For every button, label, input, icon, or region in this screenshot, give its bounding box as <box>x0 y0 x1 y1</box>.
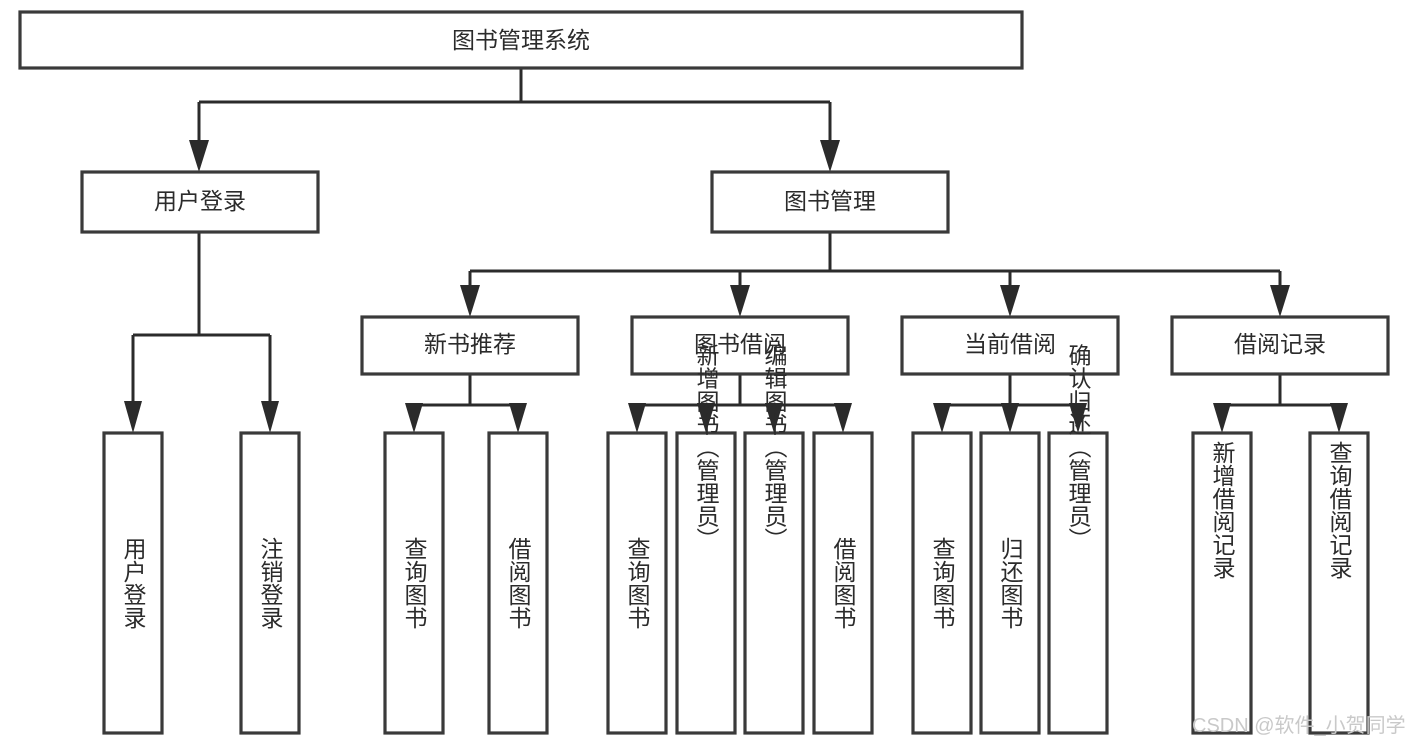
node-borrow-record-label: 借阅记录 <box>1234 331 1326 357</box>
leaf-bb-edit-book-box[interactable] <box>743 431 805 735</box>
leaf-bb-query-book-label: 查询图书 <box>624 537 651 629</box>
leaf-node[interactable]: 注销登录 <box>239 431 301 735</box>
arrow-head-bb-leaf-3 <box>765 403 783 433</box>
arrow-head-new-book-recommend <box>460 285 480 317</box>
leaf-cb-confirm-return-label: 确认归还（管理员） <box>1065 344 1092 551</box>
node-user-login[interactable]: 用户登录 <box>80 170 320 234</box>
leaf-node[interactable]: 用户登录 <box>102 431 164 735</box>
leaf-bb-borrow-book-label: 借阅图书 <box>830 537 857 629</box>
leaf-cb-query-book-label: 查询图书 <box>929 537 956 629</box>
leaf-bb-add-book-box[interactable] <box>675 431 737 735</box>
leaf-bb-edit-book-label: 编辑图书（管理员） <box>761 344 788 551</box>
connector-group-new-book-recommend <box>405 374 527 433</box>
leaf-node[interactable]: 借阅图书 <box>487 431 549 735</box>
arrow-head-bb-leaf-4 <box>834 403 852 433</box>
arrow-head-borrow-record <box>1270 285 1290 317</box>
node-new-book-recommend-box[interactable] <box>360 315 580 376</box>
leaf-cb-return-book-box[interactable] <box>979 431 1041 735</box>
arrow-head-nbr-leaf-1 <box>405 403 423 433</box>
leaf-node[interactable]: 查询图书 <box>911 431 973 735</box>
leaf-br-add-record-label: 新增借阅记录 <box>1209 441 1236 579</box>
leaf-node[interactable]: 新增图书（管理员） <box>675 344 737 735</box>
node-root[interactable]: 图书管理系统 <box>18 10 1024 70</box>
connector-group-book-borrow <box>628 374 852 433</box>
node-user-login-label: 用户登录 <box>154 188 246 214</box>
leaf-node[interactable]: 归还图书 <box>979 431 1041 735</box>
arrow-head-leaf-logout <box>261 401 279 433</box>
leaf-bb-add-book-label: 新增图书（管理员） <box>693 344 720 551</box>
leaf-nbr-borrow-book-label: 借阅图书 <box>505 537 532 629</box>
arrow-head-br-leaf-1 <box>1213 403 1231 433</box>
arrow-head-cb-leaf-1 <box>933 403 951 433</box>
node-book-manage-label: 图书管理 <box>784 188 876 214</box>
arrow-head-book-manage <box>820 140 840 172</box>
connector-group-current-borrow <box>933 374 1087 433</box>
node-book-manage[interactable]: 图书管理 <box>710 170 950 234</box>
arrow-head-nbr-leaf-2 <box>509 403 527 433</box>
arrow-head-br-leaf-2 <box>1330 403 1348 433</box>
leaf-cb-query-book-box[interactable] <box>911 431 973 735</box>
connector-group-borrow-record <box>1213 374 1348 433</box>
arrow-head-bb-leaf-1 <box>628 403 646 433</box>
node-root-label: 图书管理系统 <box>452 27 590 53</box>
arrow-head-cb-leaf-3 <box>1069 403 1087 433</box>
leaf-cb-return-book-label: 归还图书 <box>997 537 1024 629</box>
node-new-book-recommend-label: 新书推荐 <box>424 331 516 357</box>
leaf-node[interactable]: 查询图书 <box>383 431 445 735</box>
node-book-borrow-label: 图书借阅 <box>694 331 786 357</box>
leaf-bb-query-book-box[interactable] <box>606 431 668 735</box>
node-book-borrow-box[interactable] <box>630 315 850 376</box>
node-current-borrow-box[interactable] <box>900 315 1120 376</box>
node-book-manage-box[interactable] <box>710 170 950 234</box>
leaf-nbr-query-book-box[interactable] <box>383 431 445 735</box>
csdn-watermark: CSDN @软件_小贺同学 <box>1192 714 1405 737</box>
leaf-user-login-label: 用户登录 <box>120 537 147 629</box>
leaf-node[interactable]: 查询借阅记录 <box>1308 431 1370 735</box>
leaf-br-query-record-box[interactable] <box>1308 431 1370 735</box>
leaf-user-login-box[interactable] <box>102 431 164 735</box>
connector-group-root <box>189 68 840 172</box>
node-new-book-recommend[interactable]: 新书推荐 <box>360 315 580 376</box>
arrow-head-user-login <box>189 140 209 172</box>
connector-group-user-login <box>124 232 279 433</box>
leaf-nbr-borrow-book-box[interactable] <box>487 431 549 735</box>
leaf-node[interactable]: 新增借阅记录 <box>1191 431 1253 735</box>
leaf-node[interactable]: 确认归还（管理员） <box>1047 344 1109 735</box>
node-book-borrow[interactable]: 图书借阅 <box>630 315 850 376</box>
node-user-login-box[interactable] <box>80 170 320 234</box>
arrow-head-leaf-user-login <box>124 401 142 433</box>
connector-group-book-manage <box>460 232 1290 317</box>
node-current-borrow[interactable]: 当前借阅 <box>900 315 1120 376</box>
node-root-box[interactable] <box>18 10 1024 70</box>
leaf-node[interactable]: 编辑图书（管理员） <box>743 344 805 735</box>
leaf-node[interactable]: 查询图书 <box>606 431 668 735</box>
arrow-head-bb-leaf-2 <box>697 403 715 433</box>
leaf-nbr-query-book-label: 查询图书 <box>401 537 428 629</box>
leaf-logout-label: 注销登录 <box>257 537 284 629</box>
node-current-borrow-label: 当前借阅 <box>964 331 1056 357</box>
node-borrow-record[interactable]: 借阅记录 <box>1170 315 1390 376</box>
leaf-br-add-record-box[interactable] <box>1191 431 1253 735</box>
arrow-head-cb-leaf-2 <box>1001 403 1019 433</box>
leaf-node[interactable]: 借阅图书 <box>812 431 874 735</box>
leaf-br-query-record-label: 查询借阅记录 <box>1326 441 1353 579</box>
leaf-cb-confirm-return-box[interactable] <box>1047 431 1109 735</box>
arrow-head-book-borrow <box>730 285 750 317</box>
leaf-logout-box[interactable] <box>239 431 301 735</box>
node-borrow-record-box[interactable] <box>1170 315 1390 376</box>
arrow-head-current-borrow <box>1000 285 1020 317</box>
leaf-bb-borrow-book-box[interactable] <box>812 431 874 735</box>
